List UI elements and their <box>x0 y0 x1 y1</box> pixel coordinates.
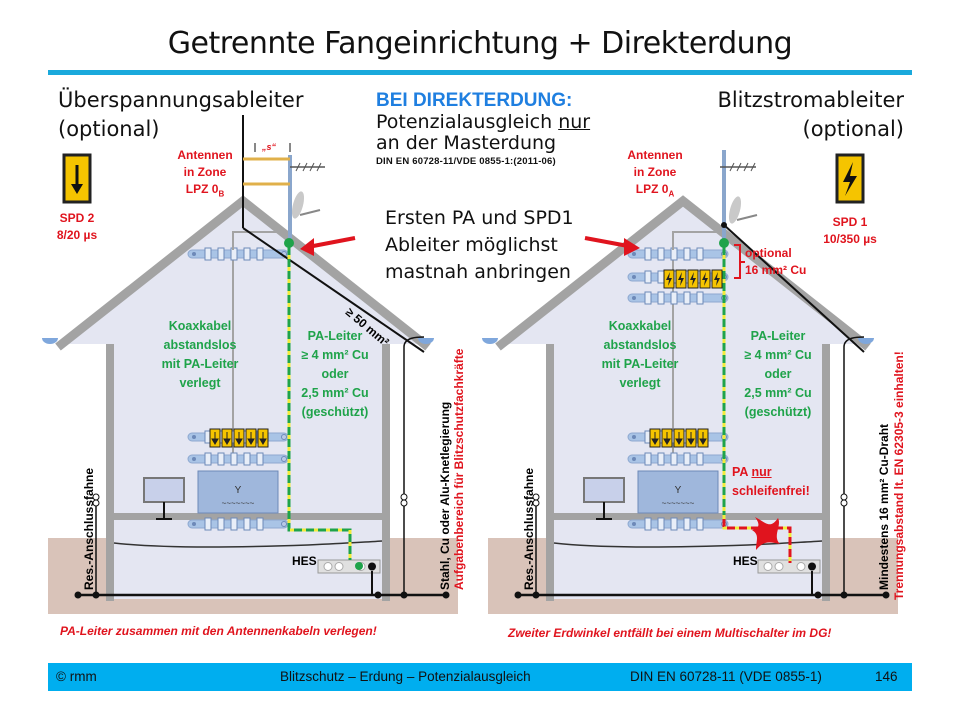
coax-line3: mit PA-Leiter <box>161 357 239 371</box>
left-down-conductor-label: Stahl, Cu oder Alu-Knetlegierung <box>438 401 452 590</box>
coax-line2: abstandslos <box>163 338 237 352</box>
pa-line2: ≥ 4 mm² Cu <box>301 348 369 362</box>
spd2-label: SPD 2 <box>59 211 95 225</box>
header-left-line2: (optional) <box>58 117 160 141</box>
direct-earthing-note: BEI DIREKTERDUNG: Potenzialausgleich nur… <box>376 90 590 167</box>
left-earth-label: Res.-Anschlussfahne <box>82 467 96 590</box>
spd1-lightning-bolt-icon <box>835 153 865 204</box>
footer-bar: © rmm Blitzschutz – Erdung – Potenzialau… <box>48 663 912 691</box>
pa-line3: oder <box>764 367 792 381</box>
coax-line3: mit PA-Leiter <box>601 357 679 371</box>
right-bottom-note: Zweiter Erdwinkel entfällt bei einem Mul… <box>508 626 832 640</box>
right-lower-busbar <box>627 291 729 305</box>
loop-underlined: nur <box>751 465 772 479</box>
antenna-label-line3: LPZ 0A <box>620 181 690 202</box>
header-right: Blitzstromableiter (optional) <box>717 86 904 144</box>
pa-line5: (geschützt) <box>744 405 812 419</box>
right-spd-icons <box>649 428 709 448</box>
antenna-zone: LPZ 0 <box>635 182 669 196</box>
antenna-zone: LPZ 0 <box>185 182 219 196</box>
callout-line3: mastnah anbringen <box>385 261 571 283</box>
note-standard: DIN EN 60728-11/VDE 0855-1:(2011-06) <box>376 156 556 167</box>
antenna-label-line1: Antennen <box>177 148 233 162</box>
left-bottom-note: PA-Leiter zusammen mit den Antennenkabel… <box>60 624 377 638</box>
forbidden-x-icon <box>752 517 780 550</box>
spd1-label: SPD 1 <box>832 215 868 229</box>
left-top-busbar <box>187 247 289 261</box>
left-pa-label: PA-Leiter ≥ 4 mm² Cu oder 2,5 mm² Cu (ge… <box>290 327 380 422</box>
antenna-label-line3: LPZ 0B <box>170 181 240 202</box>
optional-conductor-label: optional 16 mm² Cu <box>745 245 806 279</box>
right-earth-label: Res.-Anschlussfahne <box>522 467 536 590</box>
separation-s-label: „s“ <box>261 142 277 152</box>
coax-line2: abstandslos <box>603 338 677 352</box>
spd1-rating: 10/350 µs <box>823 232 877 246</box>
right-spd1-icons <box>663 269 723 289</box>
loop-prefix: PA <box>732 465 752 479</box>
optional-line1: optional <box>745 246 792 260</box>
right-down-conductor-label: Mindestens 16 mm² Cu-Draht <box>877 423 891 590</box>
antenna-label-line2: in Zone <box>183 165 227 179</box>
coax-line1: Koaxkabel <box>168 319 232 333</box>
footer-copyright: © rmm <box>56 669 97 684</box>
right-red-arrow-icon <box>624 238 640 256</box>
right-hes-label: HES <box>733 554 758 568</box>
right-pa-connection-point <box>719 238 729 248</box>
antenna-zone-sub: B <box>218 189 225 199</box>
callout-text: Ersten PA und SPD1 Ableiter möglichst ma… <box>385 205 574 286</box>
header-left: Überspannungsableiter (optional) <box>58 86 303 144</box>
pa-line4: 2,5 mm² Cu <box>301 386 369 400</box>
header-left-line1: Überspannungsableiter <box>58 88 304 112</box>
coax-line4: verlegt <box>179 376 221 390</box>
left-coax-label: Koaxkabel abstandslos mit PA-Leiter verl… <box>150 317 250 393</box>
loop-line1: PA nur <box>732 463 810 482</box>
footer-standard: DIN EN 60728-11 (VDE 0855-1) <box>630 669 822 684</box>
footer-topic: Blitzschutz – Erdung – Potenzialausgleic… <box>280 669 531 684</box>
left-spd-icons <box>209 428 269 448</box>
right-separation-rule-label: Trennungsabstand lt. EN 62305-3 einhalte… <box>892 351 906 600</box>
spd2-rating: 8/20 µs <box>56 228 98 242</box>
right-antenna-label: Antennen in Zone LPZ 0A <box>620 147 690 202</box>
pa-line5: (geschützt) <box>301 405 369 419</box>
title-divider <box>48 70 912 75</box>
pa-line1: PA-Leiter <box>307 329 363 343</box>
left-spd-label: SPD 2 <box>60 210 95 227</box>
antenna-zone-sub: A <box>668 189 675 199</box>
antenna-label-line1: Antennen <box>627 148 683 162</box>
footer-page-number: 146 <box>875 669 898 684</box>
note-line1-underlined: nur <box>558 111 591 133</box>
slide-title: Getrennte Fangeinrichtung + Direkterdung <box>167 26 793 61</box>
loop-line2: schleifenfrei! <box>732 484 810 498</box>
header-right-line2: (optional) <box>802 117 905 141</box>
right-pa-label: PA-Leiter ≥ 4 mm² Cu oder 2,5 mm² Cu (ge… <box>733 327 823 422</box>
spd2-arrow-icon <box>62 153 92 204</box>
pa-line1: PA-Leiter <box>750 329 806 343</box>
left-hes-label: HES <box>292 554 317 568</box>
coax-line4: verlegt <box>619 376 661 390</box>
note-line1-prefix: Potenzialausgleich <box>376 111 559 133</box>
antenna-label-line2: in Zone <box>633 165 677 179</box>
left-red-arrow-icon <box>300 238 314 256</box>
left-antenna-label: Antennen in Zone LPZ 0B <box>170 147 240 202</box>
left-pa-connection-point <box>284 238 294 248</box>
left-responsibility-label: Aufgabenbereich für Blitzschutzfachkräft… <box>452 348 466 590</box>
header-right-line1: Blitzstromableiter <box>717 88 904 112</box>
pa-line2: ≥ 4 mm² Cu <box>744 348 812 362</box>
right-coax-label: Koaxkabel abstandslos mit PA-Leiter verl… <box>590 317 690 393</box>
optional-line2: 16 mm² Cu <box>745 263 807 277</box>
left-spd-block: . 8/20 µs <box>42 210 112 244</box>
loop-free-label: PA nur schleifenfrei! <box>732 463 810 501</box>
note-heading: BEI DIREKTERDUNG: <box>376 90 573 111</box>
pa-line3: oder <box>321 367 349 381</box>
note-line1: Potenzialausgleich nur <box>376 112 590 133</box>
pa-line4: 2,5 mm² Cu <box>744 386 812 400</box>
callout-line2: Ableiter möglichst <box>385 234 558 256</box>
right-spd-label: SPD 1 10/350 µs <box>815 214 885 248</box>
coax-line1: Koaxkabel <box>608 319 672 333</box>
callout-line1: Ersten PA und SPD1 <box>385 207 574 229</box>
right-top-busbar <box>627 247 729 261</box>
note-line2: an der Masterdung <box>376 132 557 154</box>
